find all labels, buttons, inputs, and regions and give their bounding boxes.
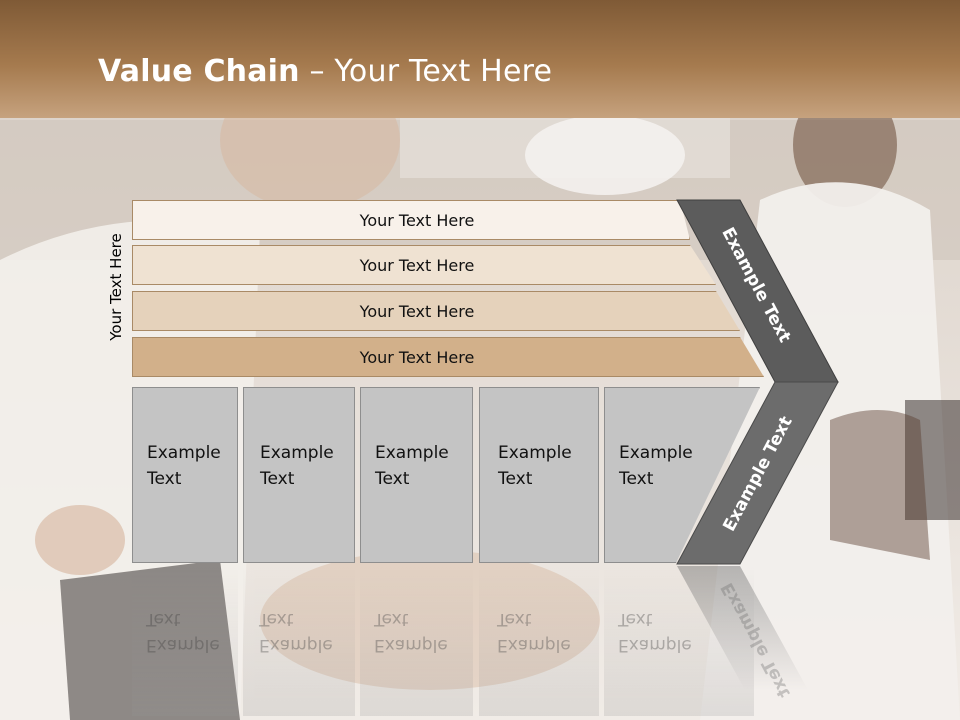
bar-2: Your Text Here (132, 245, 716, 285)
title-rest: – Your Text Here (299, 54, 553, 89)
box-4-line1: Example (498, 443, 572, 463)
bar-2-label: Your Text Here (359, 255, 475, 275)
box-1-line1: Example (147, 443, 221, 463)
bar-1: Your Text Here (132, 200, 690, 240)
box-5-line2: Text (619, 469, 654, 489)
chevron-lower (676, 381, 839, 565)
box-2-line2: Text (260, 469, 295, 489)
bar-4-label: Your Text Here (359, 347, 475, 367)
chevron-reflection (677, 566, 808, 690)
bar-4: Your Text Here (132, 337, 764, 377)
box-2-line1: Example (260, 443, 334, 463)
title-bold: Value Chain (98, 54, 300, 89)
box-3-line2: Text (375, 469, 410, 489)
bar-3: Your Text Here (132, 291, 740, 331)
box-4-line2: Text (498, 469, 533, 489)
page-title: Value Chain – Your Text Here (98, 54, 552, 89)
box-5-line1: Example (619, 443, 693, 463)
bar-1-label: Your Text Here (359, 210, 475, 230)
box-3-line1: Example (375, 443, 449, 463)
bar-3-label: Your Text Here (359, 301, 475, 321)
box-1-line2: Text (147, 469, 182, 489)
